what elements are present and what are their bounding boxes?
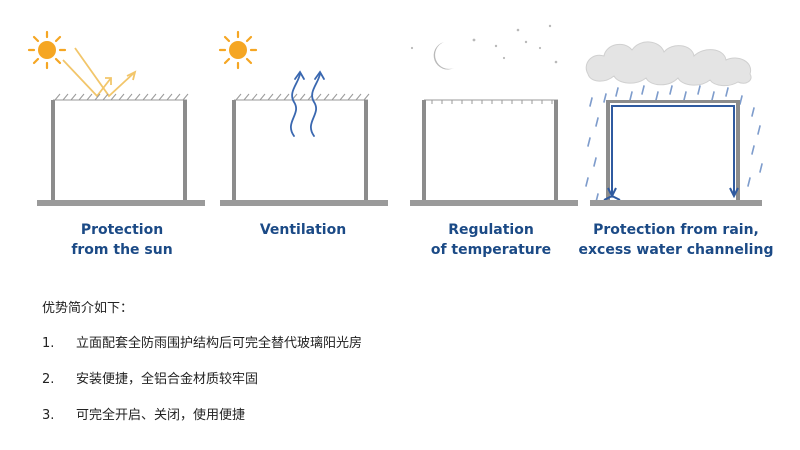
shaded-roof (234, 93, 370, 101)
closed-roof (424, 99, 558, 104)
temperature-illustration (410, 24, 578, 206)
caption-sun-protection: Protection from the sun (27, 220, 217, 260)
advantages-section: 优势简介如下： 1. 立面配套全防雨围护结构后可完全替代玻璃阳光房 2. 安装便… (42, 298, 762, 441)
caption-ventilation: Ventilation (208, 220, 398, 240)
rain-drops-icon (585, 85, 763, 203)
advantage-item: 1. 立面配套全防雨围护结构后可完全替代玻璃阳光房 (42, 333, 762, 355)
ground-line (590, 200, 762, 206)
water-channel-arrows-icon (603, 105, 739, 201)
rain-illustration (585, 41, 763, 206)
cloud-icon (585, 41, 752, 87)
shaded-roof (53, 93, 189, 101)
sun-icon (27, 30, 67, 70)
item-text: 安装便捷，全铝合金材质较牢固 (76, 372, 259, 387)
moon-icon (433, 42, 454, 70)
panel-sun-protection: Protection from the sun (27, 18, 217, 288)
ventilation-illustration (218, 30, 388, 206)
item-number: 2. (42, 372, 55, 387)
airflow-arrows-icon (290, 70, 325, 137)
caption-line-1: Regulation (448, 222, 534, 238)
caption-rain-protection: Protection from rain, excess water chann… (576, 220, 776, 260)
caption-temperature-regulation: Regulation of temperature (396, 220, 586, 260)
stars-icon (410, 24, 558, 64)
advantages-intro: 优势简介如下： (42, 301, 134, 316)
caption-line-1: Ventilation (259, 222, 347, 238)
item-number: 1. (42, 336, 55, 351)
pergola-frame (51, 100, 187, 200)
item-text: 立面配套全防雨围护结构后可完全替代玻璃阳光房 (76, 336, 363, 351)
caption-line-1: Protection from rain, (593, 222, 759, 238)
caption-line-1: Protection (80, 222, 164, 238)
pergola-frame (606, 100, 740, 200)
caption-line-2: of temperature (430, 242, 552, 258)
sun-icon (218, 30, 258, 70)
advantage-item: 3. 可完全开启、关闭，使用便捷 (42, 405, 762, 427)
panel-ventilation: Ventilation (218, 18, 408, 288)
ground-line (220, 200, 388, 206)
panel-rain-protection: Protection from rain, excess water chann… (578, 18, 773, 288)
ground-line (37, 200, 205, 206)
advantage-item: 2. 安装便捷，全铝合金材质较牢固 (42, 369, 762, 391)
caption-line-2: from the sun (71, 242, 173, 258)
item-number: 3. (42, 408, 55, 423)
sun-ray-reflection-icon (62, 47, 137, 98)
ground-line (410, 200, 578, 206)
sun-protection-illustration (27, 30, 205, 206)
caption-line-2: excess water channeling (578, 242, 774, 258)
item-text: 可完全开启、关闭，使用便捷 (76, 408, 246, 423)
pergola-frame (422, 100, 558, 200)
pergola-frame (232, 100, 368, 200)
panel-temperature-regulation: Regulation of temperature (400, 18, 590, 288)
